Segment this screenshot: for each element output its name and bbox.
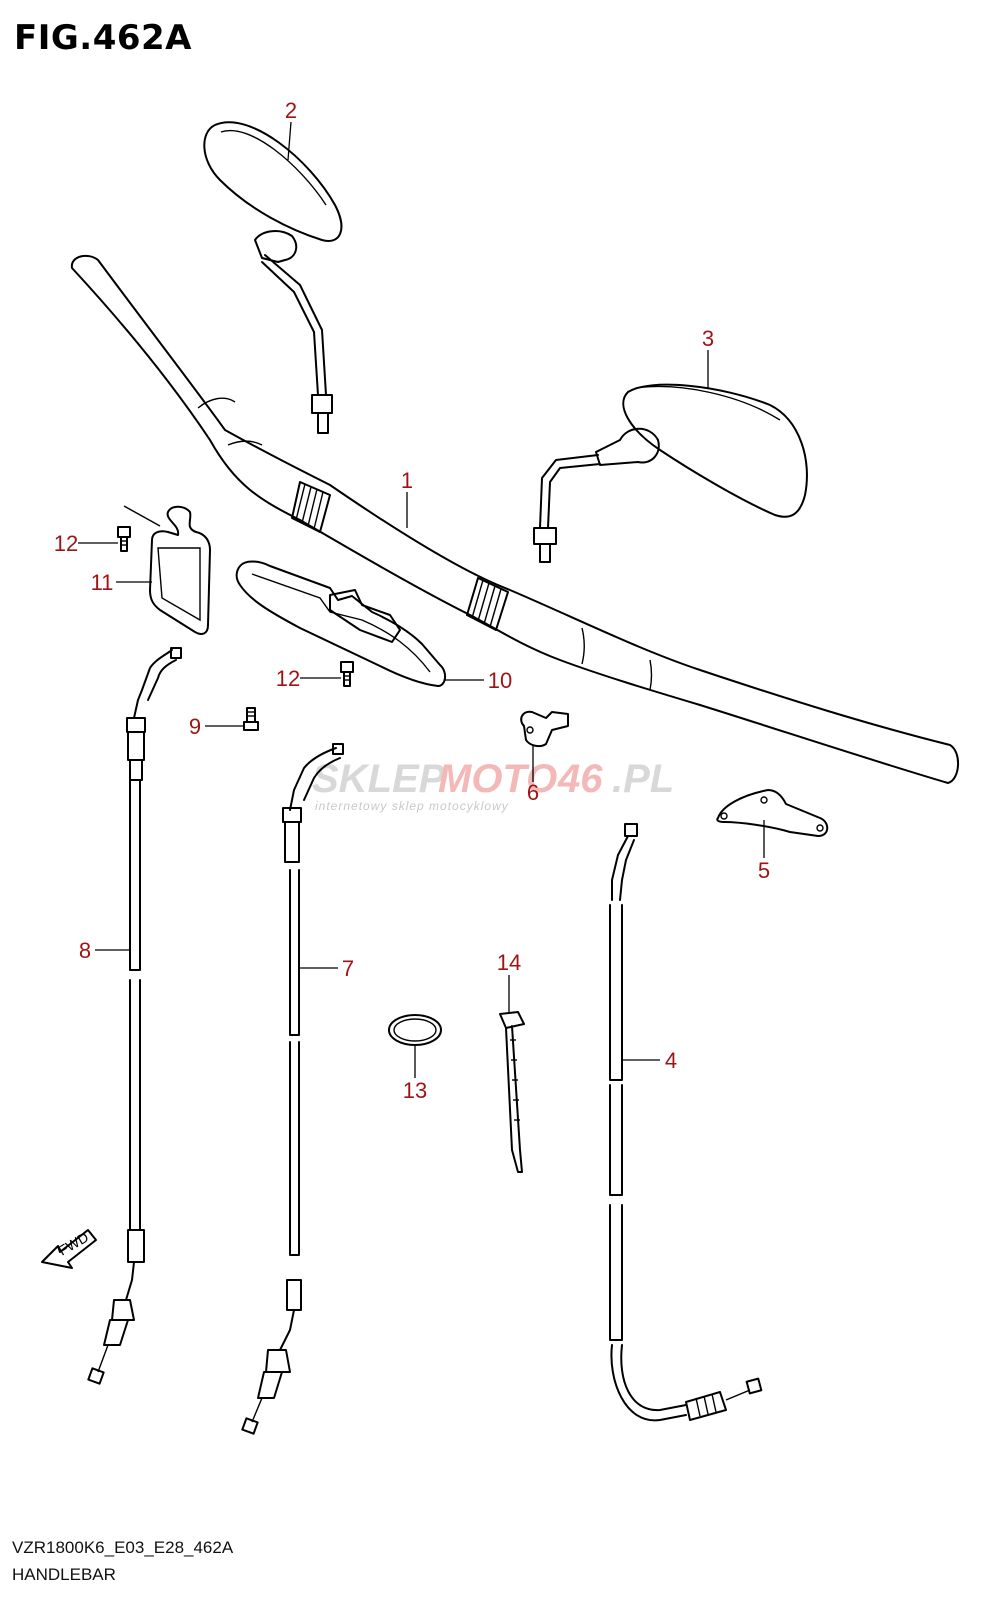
- cable-8-part[interactable]: [87, 647, 182, 1385]
- clamp-6[interactable]: [520, 710, 569, 748]
- callout-2: 2: [285, 98, 297, 123]
- callouts: 2 3 1 12 11 12 10 9 6 5 8 7 14 4 13: [54, 98, 770, 1103]
- callout-6: 6: [527, 780, 539, 805]
- handlebar-band-right: [466, 577, 509, 631]
- callout-11: 11: [91, 570, 114, 595]
- o-ring-13[interactable]: [388, 1014, 442, 1046]
- callout-12-upper: 12: [54, 531, 78, 556]
- figure-name: HANDLEBAR: [12, 1565, 116, 1584]
- right-mirror-part[interactable]: [533, 383, 808, 563]
- leader-lines: [78, 121, 765, 1078]
- callout-7: 7: [342, 956, 354, 981]
- cable-4-part[interactable]: [609, 823, 763, 1422]
- plate-bracket-5[interactable]: [716, 789, 829, 837]
- handlebar-band-left: [291, 481, 331, 533]
- cover-part[interactable]: [235, 560, 446, 687]
- watermark-brand-2: MOTO: [438, 757, 557, 801]
- cable-7-part[interactable]: [241, 743, 344, 1435]
- callout-10: 10: [488, 668, 512, 693]
- cable-tie-14[interactable]: [499, 1011, 525, 1173]
- figure-title: FIG.462A: [14, 18, 192, 58]
- left-mirror-part[interactable]: [203, 121, 343, 434]
- figure-code: VZR1800K6_E03_E28_462A: [12, 1538, 234, 1557]
- callout-4: 4: [665, 1048, 677, 1073]
- callout-8: 8: [79, 938, 91, 963]
- callout-12-lower: 12: [276, 666, 300, 691]
- watermark: SKLEP MOTO 46 .PL internetowy sklep moto…: [312, 757, 674, 813]
- callout-1: 1: [401, 468, 413, 493]
- watermark-brand-suffix: .PL: [612, 757, 674, 801]
- fwd-arrow-icon: FWD: [41, 1229, 97, 1269]
- bolt-12-lower[interactable]: [340, 661, 354, 687]
- fwd-label: FWD: [56, 1229, 92, 1259]
- watermark-brand-number: 46: [557, 757, 603, 801]
- callout-9: 9: [189, 714, 201, 739]
- bolt-12-upper[interactable]: [117, 526, 131, 552]
- bracket-plate-part[interactable]: [123, 505, 211, 635]
- callout-14: 14: [497, 950, 521, 975]
- watermark-tagline: internetowy sklep motocyklowy: [315, 799, 509, 813]
- screw-9[interactable]: [243, 707, 259, 731]
- handlebar-part[interactable]: [70, 254, 959, 784]
- watermark-brand-1: SKLEP: [312, 757, 446, 801]
- callout-5: 5: [758, 858, 770, 883]
- callout-3: 3: [702, 326, 714, 351]
- callout-13: 13: [403, 1078, 427, 1103]
